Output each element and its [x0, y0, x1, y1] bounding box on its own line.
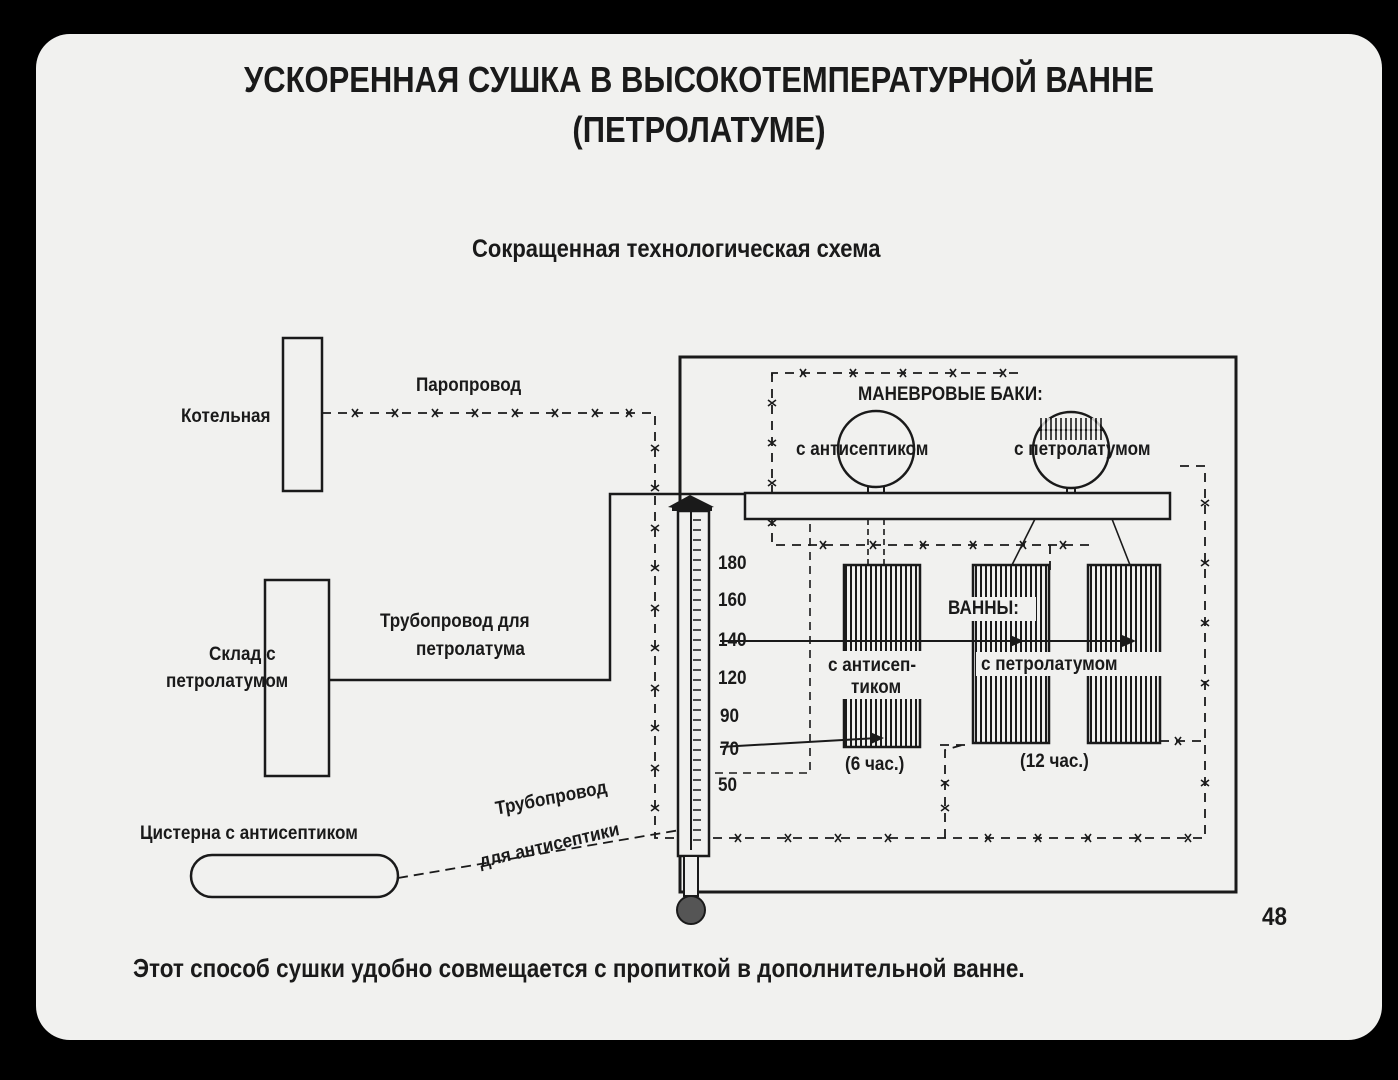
- bath-petrolatum-label: с петролатумом: [981, 654, 1118, 675]
- boiler-box: [281, 336, 324, 493]
- arrow-70: [719, 737, 879, 748]
- caption: Этот способ сушки удобно совмещается с п…: [133, 953, 1025, 983]
- time-12-label: (12 час.): [1020, 751, 1089, 772]
- title-line-2: (ПЕТРОЛАТУМЕ): [572, 109, 826, 150]
- baths-label: ВАННЫ:: [948, 598, 1019, 619]
- subtitle: Сокращенная технологическая схема: [472, 235, 881, 263]
- thermometer: [668, 495, 714, 925]
- cistern-shape: [189, 853, 400, 899]
- petrolatum-pipe-label-2: петролатума: [416, 639, 525, 660]
- scale-140: 140: [718, 630, 747, 651]
- title-line-1: УСКОРЕННАЯ СУШКА В ВЫСОКОТЕМПЕРАТУРНОЙ В…: [244, 59, 1154, 100]
- time-6-label: (6 час.): [845, 754, 905, 775]
- steam-line-crosses: [351, 368, 1210, 843]
- storage-label-1: Склад с: [209, 644, 276, 665]
- maneuver-tanks-label: МАНЕВРОВЫЕ БАКИ:: [858, 384, 1043, 405]
- scale-90: 90: [720, 706, 740, 727]
- distribution-header: [743, 491, 1172, 521]
- tank-petrolatum-circle: [1031, 410, 1111, 490]
- antiseptic-feed: [715, 522, 811, 774]
- steam-pipe-label: Паропровод: [416, 375, 522, 396]
- bath-antiseptic-label-2: тиком: [851, 677, 902, 698]
- steam-line: [322, 372, 1206, 839]
- bath-antiseptic-label-1: с антисеп-: [828, 655, 917, 676]
- petrolatum-pipe-label-1: Трубопровод для: [380, 611, 530, 632]
- storage-label-2: петролатумом: [166, 671, 289, 692]
- scale-50: 50: [718, 775, 738, 796]
- tank-antiseptic-label: с антисептиком: [796, 439, 929, 460]
- petrolatum-pipe: [329, 492, 745, 682]
- cistern-label: Цистерна с антисептиком: [140, 823, 358, 844]
- scale-180: 180: [718, 553, 747, 574]
- page-number: 48: [1262, 903, 1288, 931]
- scale-70: 70: [720, 739, 740, 760]
- boiler-label: Котельная: [181, 406, 271, 427]
- tank-antiseptic-circle: [836, 409, 916, 489]
- scale-160: 160: [718, 590, 747, 611]
- storage-box: [263, 578, 331, 778]
- tank-petrolatum-label: с петролатумом: [1014, 439, 1151, 460]
- scale-120: 120: [718, 668, 747, 689]
